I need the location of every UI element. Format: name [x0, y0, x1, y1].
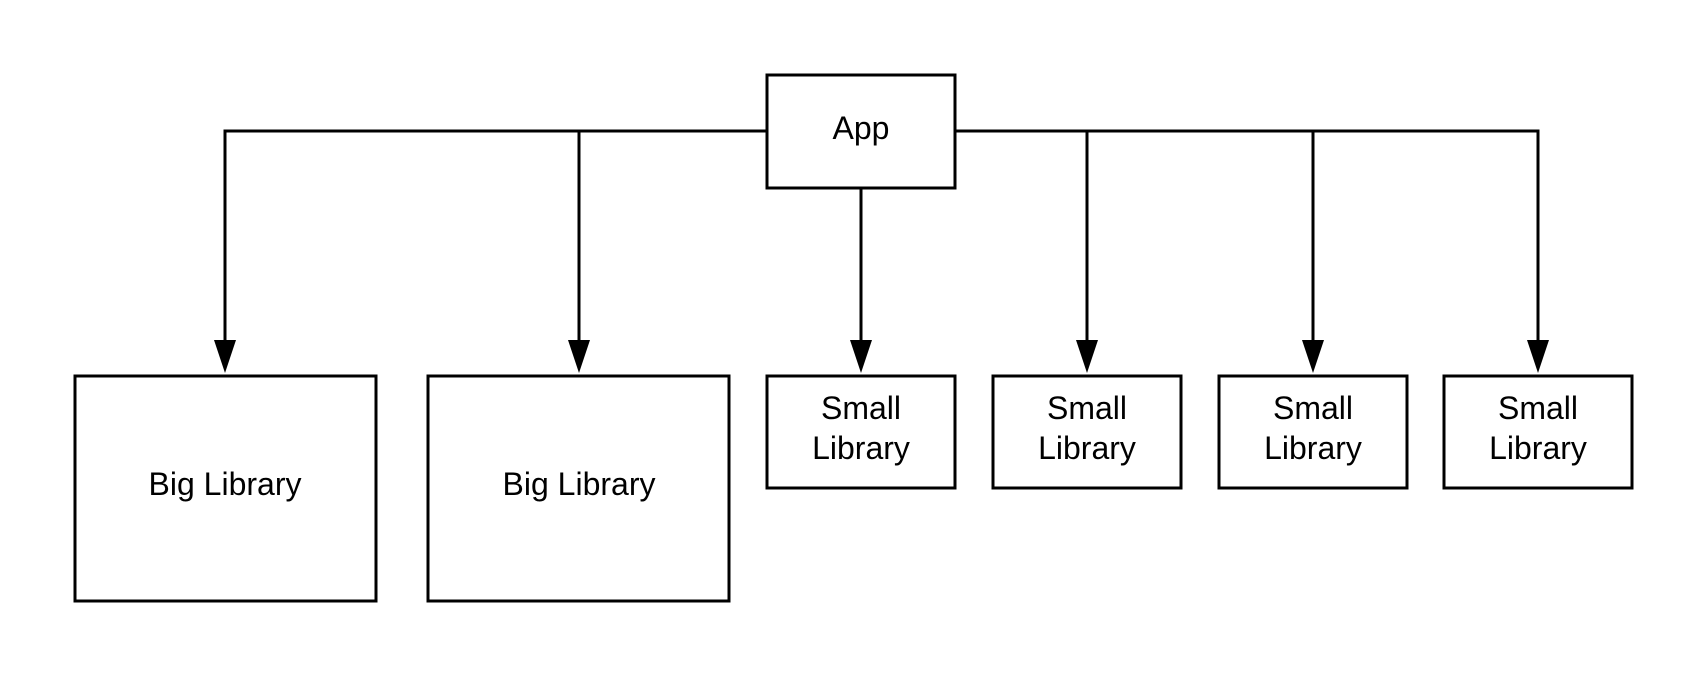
arrowhead-small-library-1	[850, 340, 872, 373]
small-library-label-line1: Small	[1498, 390, 1578, 426]
connector-app-left-bus	[223, 129, 767, 345]
big-library-label: Big Library	[149, 466, 302, 502]
app-node: App	[765, 73, 957, 190]
arrowhead-small-library-4	[1527, 340, 1549, 373]
arrowhead-big-library-1	[214, 340, 236, 373]
small-library-node: Small Library	[765, 374, 957, 490]
small-library-label-line2: Library	[1038, 430, 1136, 466]
app-label: App	[833, 110, 890, 146]
small-library-label-line2: Library	[1264, 430, 1362, 466]
small-library-label-line1: Small	[1273, 390, 1353, 426]
small-library-label-line2: Library	[812, 430, 910, 466]
big-library-label: Big Library	[503, 466, 656, 502]
small-library-node: Small Library	[1217, 374, 1409, 490]
small-library-node: Small Library	[1442, 374, 1634, 490]
big-library-node: Big Library	[73, 374, 378, 603]
arrowhead-big-library-2	[568, 340, 590, 373]
arrowhead-small-library-2	[1076, 340, 1098, 373]
arrowhead-small-library-3	[1302, 340, 1324, 373]
small-library-label-line1: Small	[1047, 390, 1127, 426]
connector-app-right-bus	[955, 129, 1540, 345]
big-library-node: Big Library	[426, 374, 731, 603]
small-library-label-line2: Library	[1489, 430, 1587, 466]
small-library-node: Small Library	[991, 374, 1183, 490]
small-library-label-line1: Small	[821, 390, 901, 426]
